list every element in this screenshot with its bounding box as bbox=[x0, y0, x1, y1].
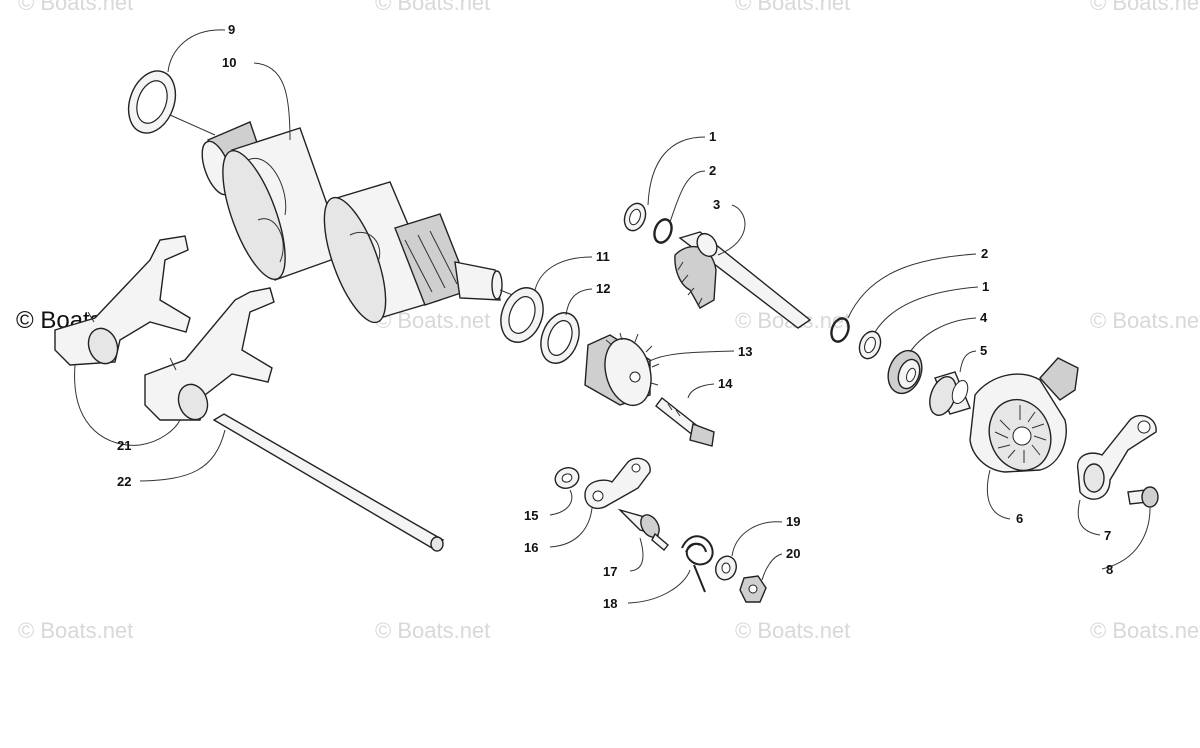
spring-18 bbox=[681, 535, 714, 593]
washer-12 bbox=[540, 312, 580, 364]
callout-16: 16 bbox=[524, 540, 538, 555]
callout-17: 17 bbox=[603, 564, 617, 579]
callout-9: 9 bbox=[228, 22, 235, 37]
watermark-text: © Boats.net bbox=[735, 618, 850, 643]
pin-17 bbox=[617, 508, 669, 551]
callout-11: 11 bbox=[596, 249, 610, 264]
callout-22: 22 bbox=[117, 474, 131, 489]
lever-7 bbox=[1076, 414, 1157, 500]
screw-8 bbox=[1127, 486, 1159, 508]
callout-18: 18 bbox=[603, 596, 617, 611]
shift-rod-22 bbox=[212, 413, 445, 552]
washer-1-lower bbox=[858, 330, 882, 360]
callout-12: 12 bbox=[596, 281, 610, 296]
watermark-text: © Boats.net bbox=[1090, 308, 1200, 333]
watermark-text: © Boats.net bbox=[1090, 618, 1200, 643]
position-sensor-6 bbox=[969, 357, 1079, 473]
callout-10: 10 bbox=[222, 55, 236, 70]
callout-3: 3 bbox=[713, 197, 720, 212]
circlip-2-upper bbox=[653, 218, 673, 244]
washer-1-upper bbox=[623, 202, 647, 232]
callout-1-upper: 1 bbox=[709, 129, 716, 144]
watermark-text: © Boats.net bbox=[375, 0, 490, 15]
nut-20 bbox=[739, 575, 767, 603]
callout-7: 7 bbox=[1104, 528, 1111, 543]
bolt-14 bbox=[655, 397, 715, 447]
callout-20: 20 bbox=[786, 546, 800, 561]
callout-13: 13 bbox=[738, 344, 752, 359]
washer-11 bbox=[500, 287, 544, 343]
shaft-3 bbox=[674, 231, 812, 329]
callout-8: 8 bbox=[1106, 562, 1113, 577]
watermark-text: © Boats.net bbox=[1090, 0, 1200, 15]
gear-13 bbox=[584, 332, 660, 407]
watermark-text: © Boats.net bbox=[18, 618, 133, 643]
watermark-text: © Boats.net bbox=[375, 618, 490, 643]
callout-4: 4 bbox=[980, 310, 988, 325]
washer-15 bbox=[554, 467, 580, 489]
callout-5: 5 bbox=[980, 343, 987, 358]
callout-2-lower: 2 bbox=[981, 246, 988, 261]
bushing-5 bbox=[929, 371, 971, 416]
callout-14: 14 bbox=[718, 376, 733, 391]
shift-drum bbox=[169, 114, 526, 324]
washer-9 bbox=[127, 70, 177, 134]
watermark-text: © Boats.net bbox=[735, 0, 850, 15]
watermark-layer: © Boats.net © Boats.net © Boats.net © Bo… bbox=[16, 0, 1200, 643]
shift-fork-lower bbox=[144, 287, 275, 421]
callout-21: 21 bbox=[117, 438, 131, 453]
watermark-text: © Boats.net bbox=[18, 0, 133, 15]
callout-6: 6 bbox=[1016, 511, 1023, 526]
callout-labels: 9 10 1 2 3 11 12 13 14 2 1 4 5 6 7 8 15 … bbox=[117, 22, 1113, 611]
callout-1-lower: 1 bbox=[982, 279, 989, 294]
callout-2-upper: 2 bbox=[709, 163, 716, 178]
plate-16 bbox=[584, 457, 651, 510]
washer-19 bbox=[715, 555, 737, 581]
shift-fork-upper bbox=[54, 235, 191, 366]
callout-19: 19 bbox=[786, 514, 800, 529]
circlip-2-lower bbox=[830, 317, 850, 343]
callout-15: 15 bbox=[524, 508, 538, 523]
leader-lines bbox=[74, 29, 1151, 604]
bearing-4 bbox=[887, 349, 923, 395]
